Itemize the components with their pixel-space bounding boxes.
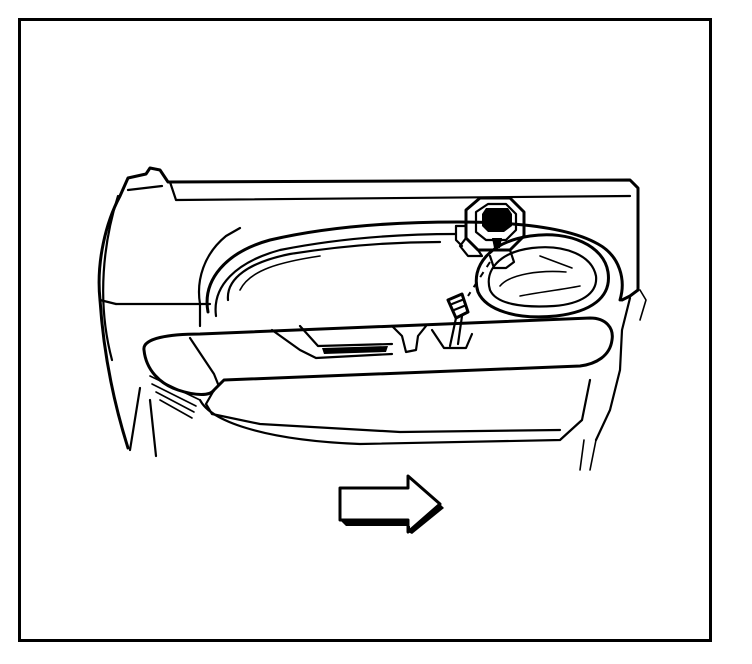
- armrest-handle: [142, 316, 614, 446]
- upper-trim: [198, 220, 624, 328]
- lower-door-lines: [128, 386, 597, 471]
- speaker-grille: [474, 233, 610, 319]
- right-arrow-icon: [338, 474, 444, 534]
- diagram-frame: [18, 18, 712, 642]
- window-switch: [454, 196, 526, 270]
- wire-connector: [430, 292, 474, 350]
